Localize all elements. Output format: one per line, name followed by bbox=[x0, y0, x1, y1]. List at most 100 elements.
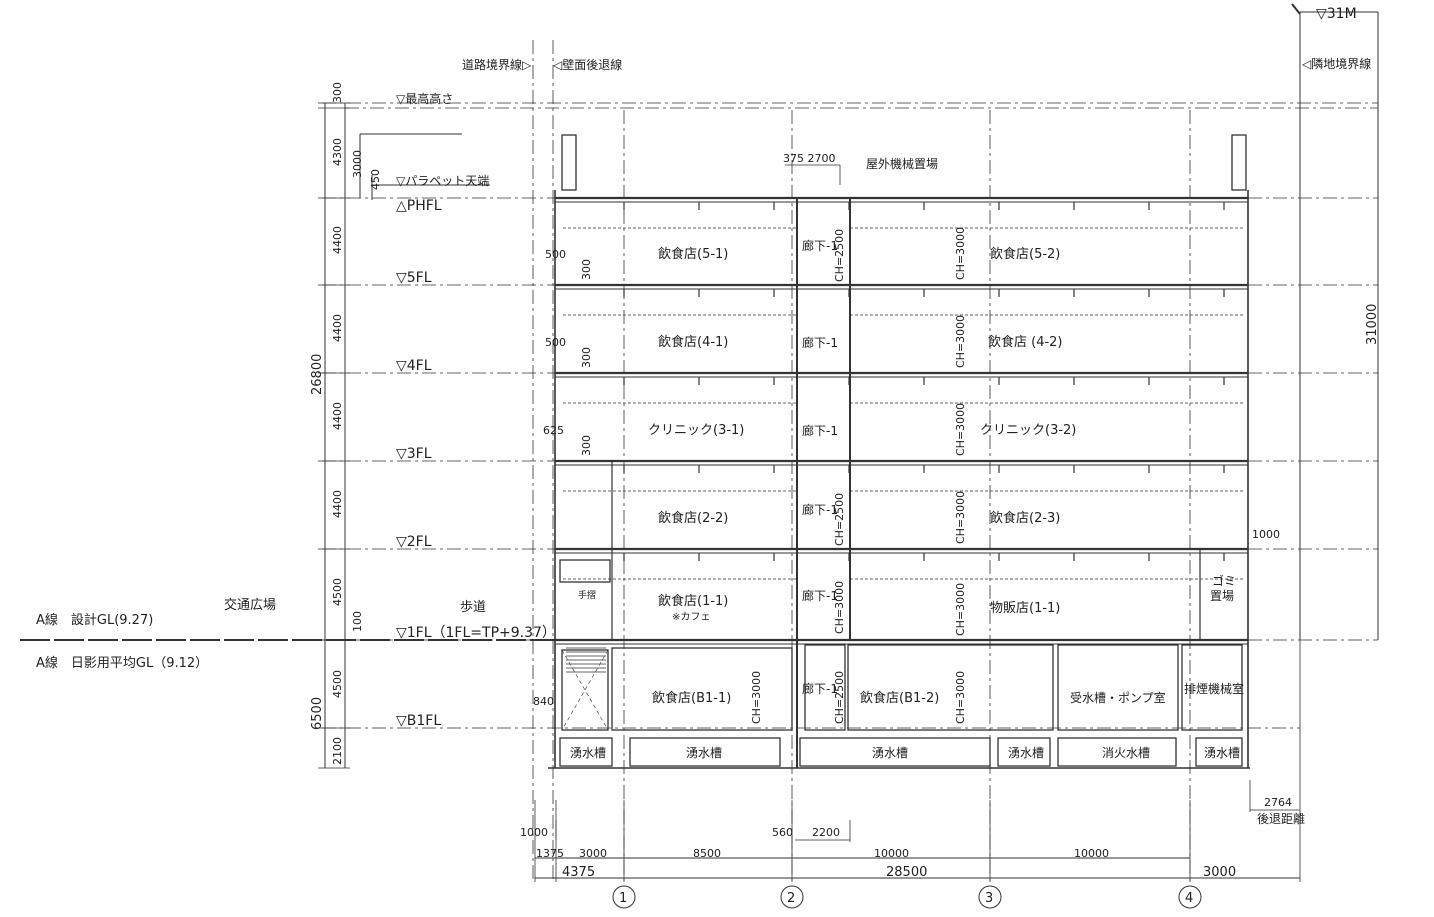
level-phfl: △PHFL bbox=[396, 198, 442, 214]
sidewalk-label: 歩道 bbox=[460, 600, 486, 615]
dim-label: 31000 bbox=[1365, 304, 1380, 345]
dim-label: 1375 bbox=[536, 847, 564, 860]
pit-tank bbox=[629, 737, 781, 767]
corridor-label: 廊下-1 bbox=[802, 423, 838, 438]
room-label: 飲食店(B1-2) bbox=[860, 690, 939, 706]
drawing-rect bbox=[804, 644, 846, 731]
dim-label: 10000 bbox=[1074, 847, 1109, 860]
ch-label: CH=3000 bbox=[833, 581, 846, 634]
dim-label: 4400 bbox=[331, 402, 344, 430]
parapet bbox=[1231, 134, 1247, 191]
dim-label: 4500 bbox=[331, 578, 344, 606]
neighbor-boundary-label: ◁隣地境界線 bbox=[1301, 56, 1371, 71]
pit-tank bbox=[1057, 737, 1177, 767]
setback-distance-label: 後退距離 bbox=[1257, 812, 1305, 826]
dim-label: 4300 bbox=[331, 138, 344, 166]
dim-label: 3000 bbox=[579, 847, 607, 860]
ch-label: CH=3000 bbox=[954, 315, 967, 368]
ch-label: CH=2500 bbox=[833, 493, 846, 546]
corridor-label: 廊下-1 bbox=[802, 502, 838, 517]
tank-label: 湧水槽 bbox=[1008, 746, 1044, 760]
drawing-line bbox=[561, 649, 609, 731]
dim-label: 625 bbox=[543, 424, 564, 437]
room-label: クリニック(3-2) bbox=[980, 423, 1076, 438]
tank-label: 湧水槽 bbox=[1204, 746, 1240, 760]
room-label: ゴミ bbox=[1212, 573, 1236, 588]
dim-label: 8500 bbox=[693, 847, 721, 860]
dim-label: 300 bbox=[331, 82, 344, 103]
dim-label: 4400 bbox=[331, 490, 344, 518]
tank-label: 湧水槽 bbox=[872, 746, 908, 760]
dim-label: 2100 bbox=[331, 737, 344, 765]
dim-label: 100 bbox=[351, 611, 364, 632]
tank-label: 湧水槽 bbox=[686, 746, 722, 760]
grid-bubble bbox=[780, 885, 804, 909]
left-dimensions: 300 4300 4400 4400 4400 4400 4500 4500 2… bbox=[310, 82, 1380, 809]
level-2fl: ▽2FL bbox=[396, 534, 432, 550]
dim-label: 500 bbox=[545, 336, 566, 349]
room-label: 置場 bbox=[1210, 589, 1234, 603]
plaza-label: 交通広場 bbox=[224, 597, 276, 613]
grid-axis-label: 4 bbox=[1185, 891, 1193, 906]
dim-label: 28500 bbox=[886, 865, 927, 880]
level-max-height: ▽最高高さ bbox=[396, 91, 453, 106]
corridor-label: 廊下-1 bbox=[802, 681, 838, 696]
room-note: ※カフェ bbox=[672, 611, 710, 623]
level-parapet: ▽パラペット天端 bbox=[396, 174, 489, 188]
dim-label: 4500 bbox=[331, 670, 344, 698]
corridor-label: 廊下-1 bbox=[802, 335, 838, 350]
handrail-label: 手摺 bbox=[578, 589, 596, 601]
grid-bubble bbox=[1178, 885, 1202, 909]
dim-label: 375 2700 bbox=[783, 152, 836, 165]
pit-tank bbox=[1195, 737, 1243, 767]
dim-label: 2764 bbox=[1264, 796, 1292, 809]
grid-axis-markers: 1 2 3 4 bbox=[612, 885, 1202, 909]
dim-label: 300 bbox=[580, 259, 593, 280]
road-boundary-label: 道路境界線▷ bbox=[462, 57, 532, 72]
grid-axis-label: 3 bbox=[985, 891, 993, 906]
room-label: 飲食店(2-3) bbox=[990, 510, 1060, 526]
drawing-lines bbox=[20, 3, 1379, 885]
room-label: 排煙機械室 bbox=[1184, 681, 1244, 696]
dim-label: 300 bbox=[580, 347, 593, 368]
room-label: 飲食店(B1-1) bbox=[652, 690, 731, 706]
pit-tank bbox=[799, 737, 991, 767]
pit-tank bbox=[559, 737, 613, 767]
dim-label: 840 bbox=[533, 695, 554, 708]
dim-label: 4400 bbox=[331, 314, 344, 342]
ch-label: CH=2500 bbox=[833, 671, 846, 724]
level-b1fl: ▽B1FL bbox=[396, 713, 441, 729]
ch-label: CH=3000 bbox=[954, 227, 967, 280]
dim-label: 300 bbox=[580, 435, 593, 456]
room-label: 飲食店(5-1) bbox=[658, 246, 728, 262]
stair-landing bbox=[559, 559, 611, 583]
ch-label: CH=3000 bbox=[750, 671, 763, 724]
shadow-gl-label: A線 日影用平均GL（9.12） bbox=[36, 655, 208, 671]
dim-label: 3000 bbox=[1203, 865, 1236, 880]
ceiling-height-labels: CH=3000 CH=3000 CH=3000 CH=3000 CH=3000 … bbox=[750, 227, 967, 724]
grid-axis-label: 1 bbox=[619, 891, 627, 906]
ch-label: CH=3000 bbox=[954, 403, 967, 456]
drawing-line bbox=[1291, 3, 1301, 15]
tank-label: 消火水槽 bbox=[1102, 746, 1150, 760]
height-limit-label: ▽31M bbox=[1316, 6, 1357, 22]
room-label: 飲食店 (4-2) bbox=[988, 334, 1063, 350]
dim-label: 1000 bbox=[1252, 528, 1280, 541]
level-4fl: ▽4FL bbox=[396, 358, 432, 374]
drawing-line bbox=[561, 649, 609, 731]
ch-label: CH=3000 bbox=[954, 671, 967, 724]
room-label: 受水槽・ポンプ室 bbox=[1070, 690, 1166, 705]
room-label: 物販店(1-1) bbox=[990, 601, 1060, 616]
dim-label: 4375 bbox=[562, 865, 595, 880]
room-label: 飲食店(2-2) bbox=[658, 510, 728, 526]
corridor-label: 廊下-1 bbox=[802, 588, 838, 603]
dim-label: 2200 bbox=[812, 826, 840, 839]
dim-label: 3000 bbox=[351, 150, 364, 178]
level-1fl: ▽1FL（1FL=TP+9.37） bbox=[396, 625, 556, 641]
dim-label: 6500 bbox=[310, 697, 325, 730]
drawing-rect bbox=[1057, 644, 1179, 731]
dim-label: 10000 bbox=[874, 847, 909, 860]
corridor-label: 廊下-1 bbox=[802, 238, 838, 253]
ch-label: CH=2500 bbox=[833, 229, 846, 282]
